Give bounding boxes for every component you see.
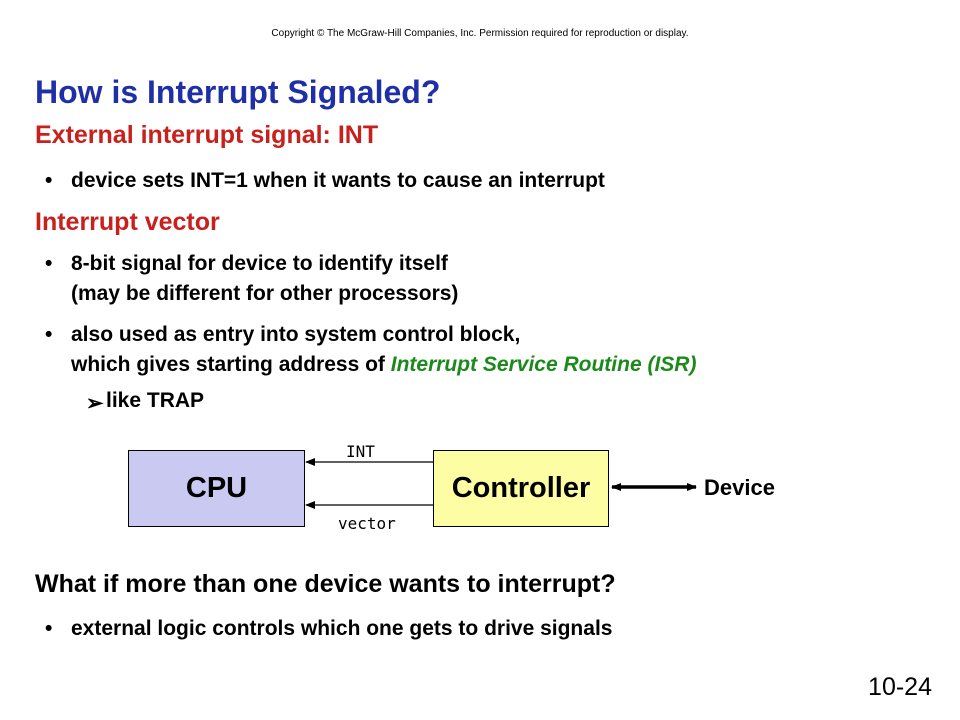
- bullet-dot: •: [45, 252, 53, 275]
- arrow-bullet-icon: ➢: [86, 392, 104, 415]
- int-signal-label: INT: [346, 442, 375, 461]
- controller-box: Controller: [433, 450, 609, 527]
- sub-bullet-text: like TRAP: [106, 389, 205, 412]
- isr-highlight: Interrupt Service Routine (ISR): [390, 353, 697, 376]
- cpu-label: CPU: [185, 472, 248, 504]
- section-heading-vector: Interrupt vector: [35, 208, 220, 236]
- copyright-notice: Copyright © The McGraw-Hill Companies, I…: [271, 28, 689, 39]
- bullet-text: external logic controls which one gets t…: [71, 617, 613, 640]
- controller-label: Controller: [451, 472, 591, 504]
- bullet-text-line1: also used as entry into system control b…: [71, 323, 521, 346]
- bullet-text-line1: 8-bit signal for device to identify itse…: [71, 252, 448, 275]
- bullet-text-line2: (may be different for other processors): [71, 282, 459, 305]
- bullet-dot: •: [45, 617, 53, 640]
- bullet-text-line2: which gives starting address of Interrup…: [71, 350, 696, 380]
- bullet-dot: •: [45, 169, 53, 192]
- bullet-text: device sets INT=1 when it wants to cause…: [71, 169, 605, 192]
- cpu-box: CPU: [128, 450, 305, 527]
- slide-title: How is Interrupt Signaled?: [35, 74, 441, 110]
- vector-signal-label: vector: [338, 514, 396, 533]
- bullet-dot: •: [45, 323, 53, 346]
- page-number: 10-24: [868, 673, 932, 701]
- section-heading-multiple: What if more than one device wants to in…: [35, 570, 616, 598]
- bullet-text-prefix: which gives starting address of: [71, 353, 391, 376]
- device-label: Device: [704, 475, 775, 500]
- section-heading-int: External interrupt signal: INT: [35, 121, 379, 149]
